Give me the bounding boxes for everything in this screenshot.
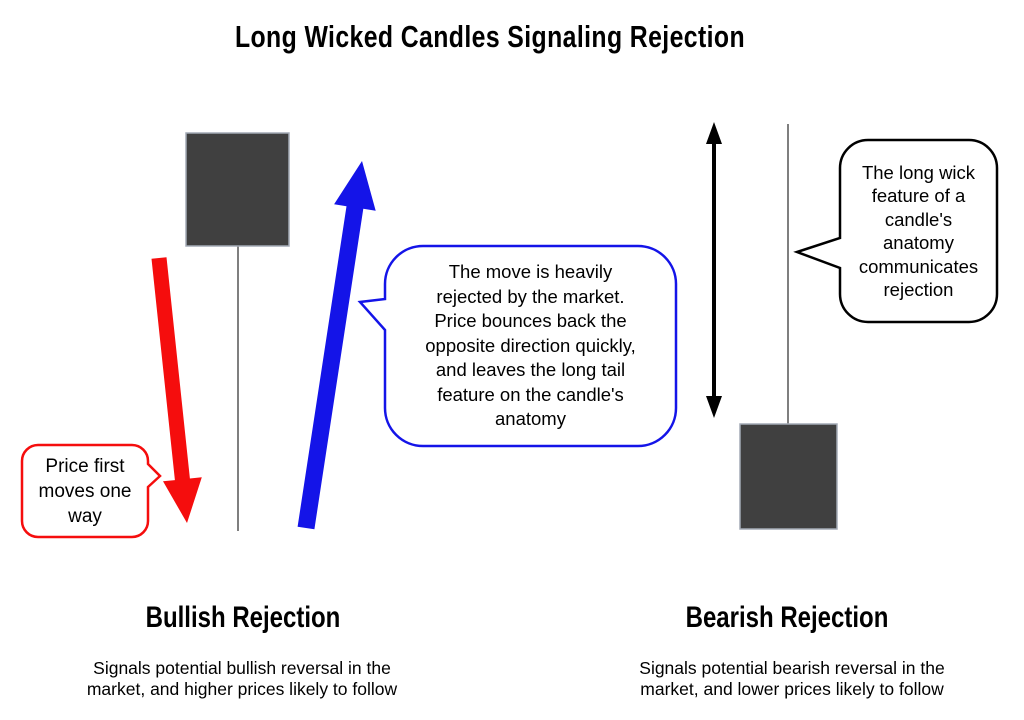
- long-wick-callout-text: The long wick feature of a candle's anat…: [858, 161, 979, 301]
- red-down-arrow: [151, 257, 202, 523]
- wick-range-double-arrow: [706, 122, 722, 418]
- bullish-rejection-heading: Bullish Rejection: [145, 601, 341, 634]
- price-first-callout-text: Price first moves one way: [38, 455, 132, 527]
- blue-up-arrow: [297, 161, 376, 530]
- bearish-rejection-heading: Bearish Rejection: [685, 601, 889, 634]
- bearish-candle-body: [739, 423, 838, 530]
- rejection-explanation-callout-text: The move is heavily rejected by the mark…: [425, 261, 636, 430]
- bullish-rejection-description: Signals potential bullish reversal in th…: [86, 658, 398, 699]
- bullish-candle-body: [185, 132, 290, 247]
- rejection-explanation-callout-bubble: [357, 244, 678, 448]
- price-first-callout-bubble: [20, 443, 162, 539]
- long-wick-callout-bubble: [793, 138, 999, 324]
- bearish-rejection-description: Signals potential bearish reversal in th…: [639, 658, 945, 699]
- page-title: Long Wicked Candles Signaling Rejection: [234, 19, 746, 54]
